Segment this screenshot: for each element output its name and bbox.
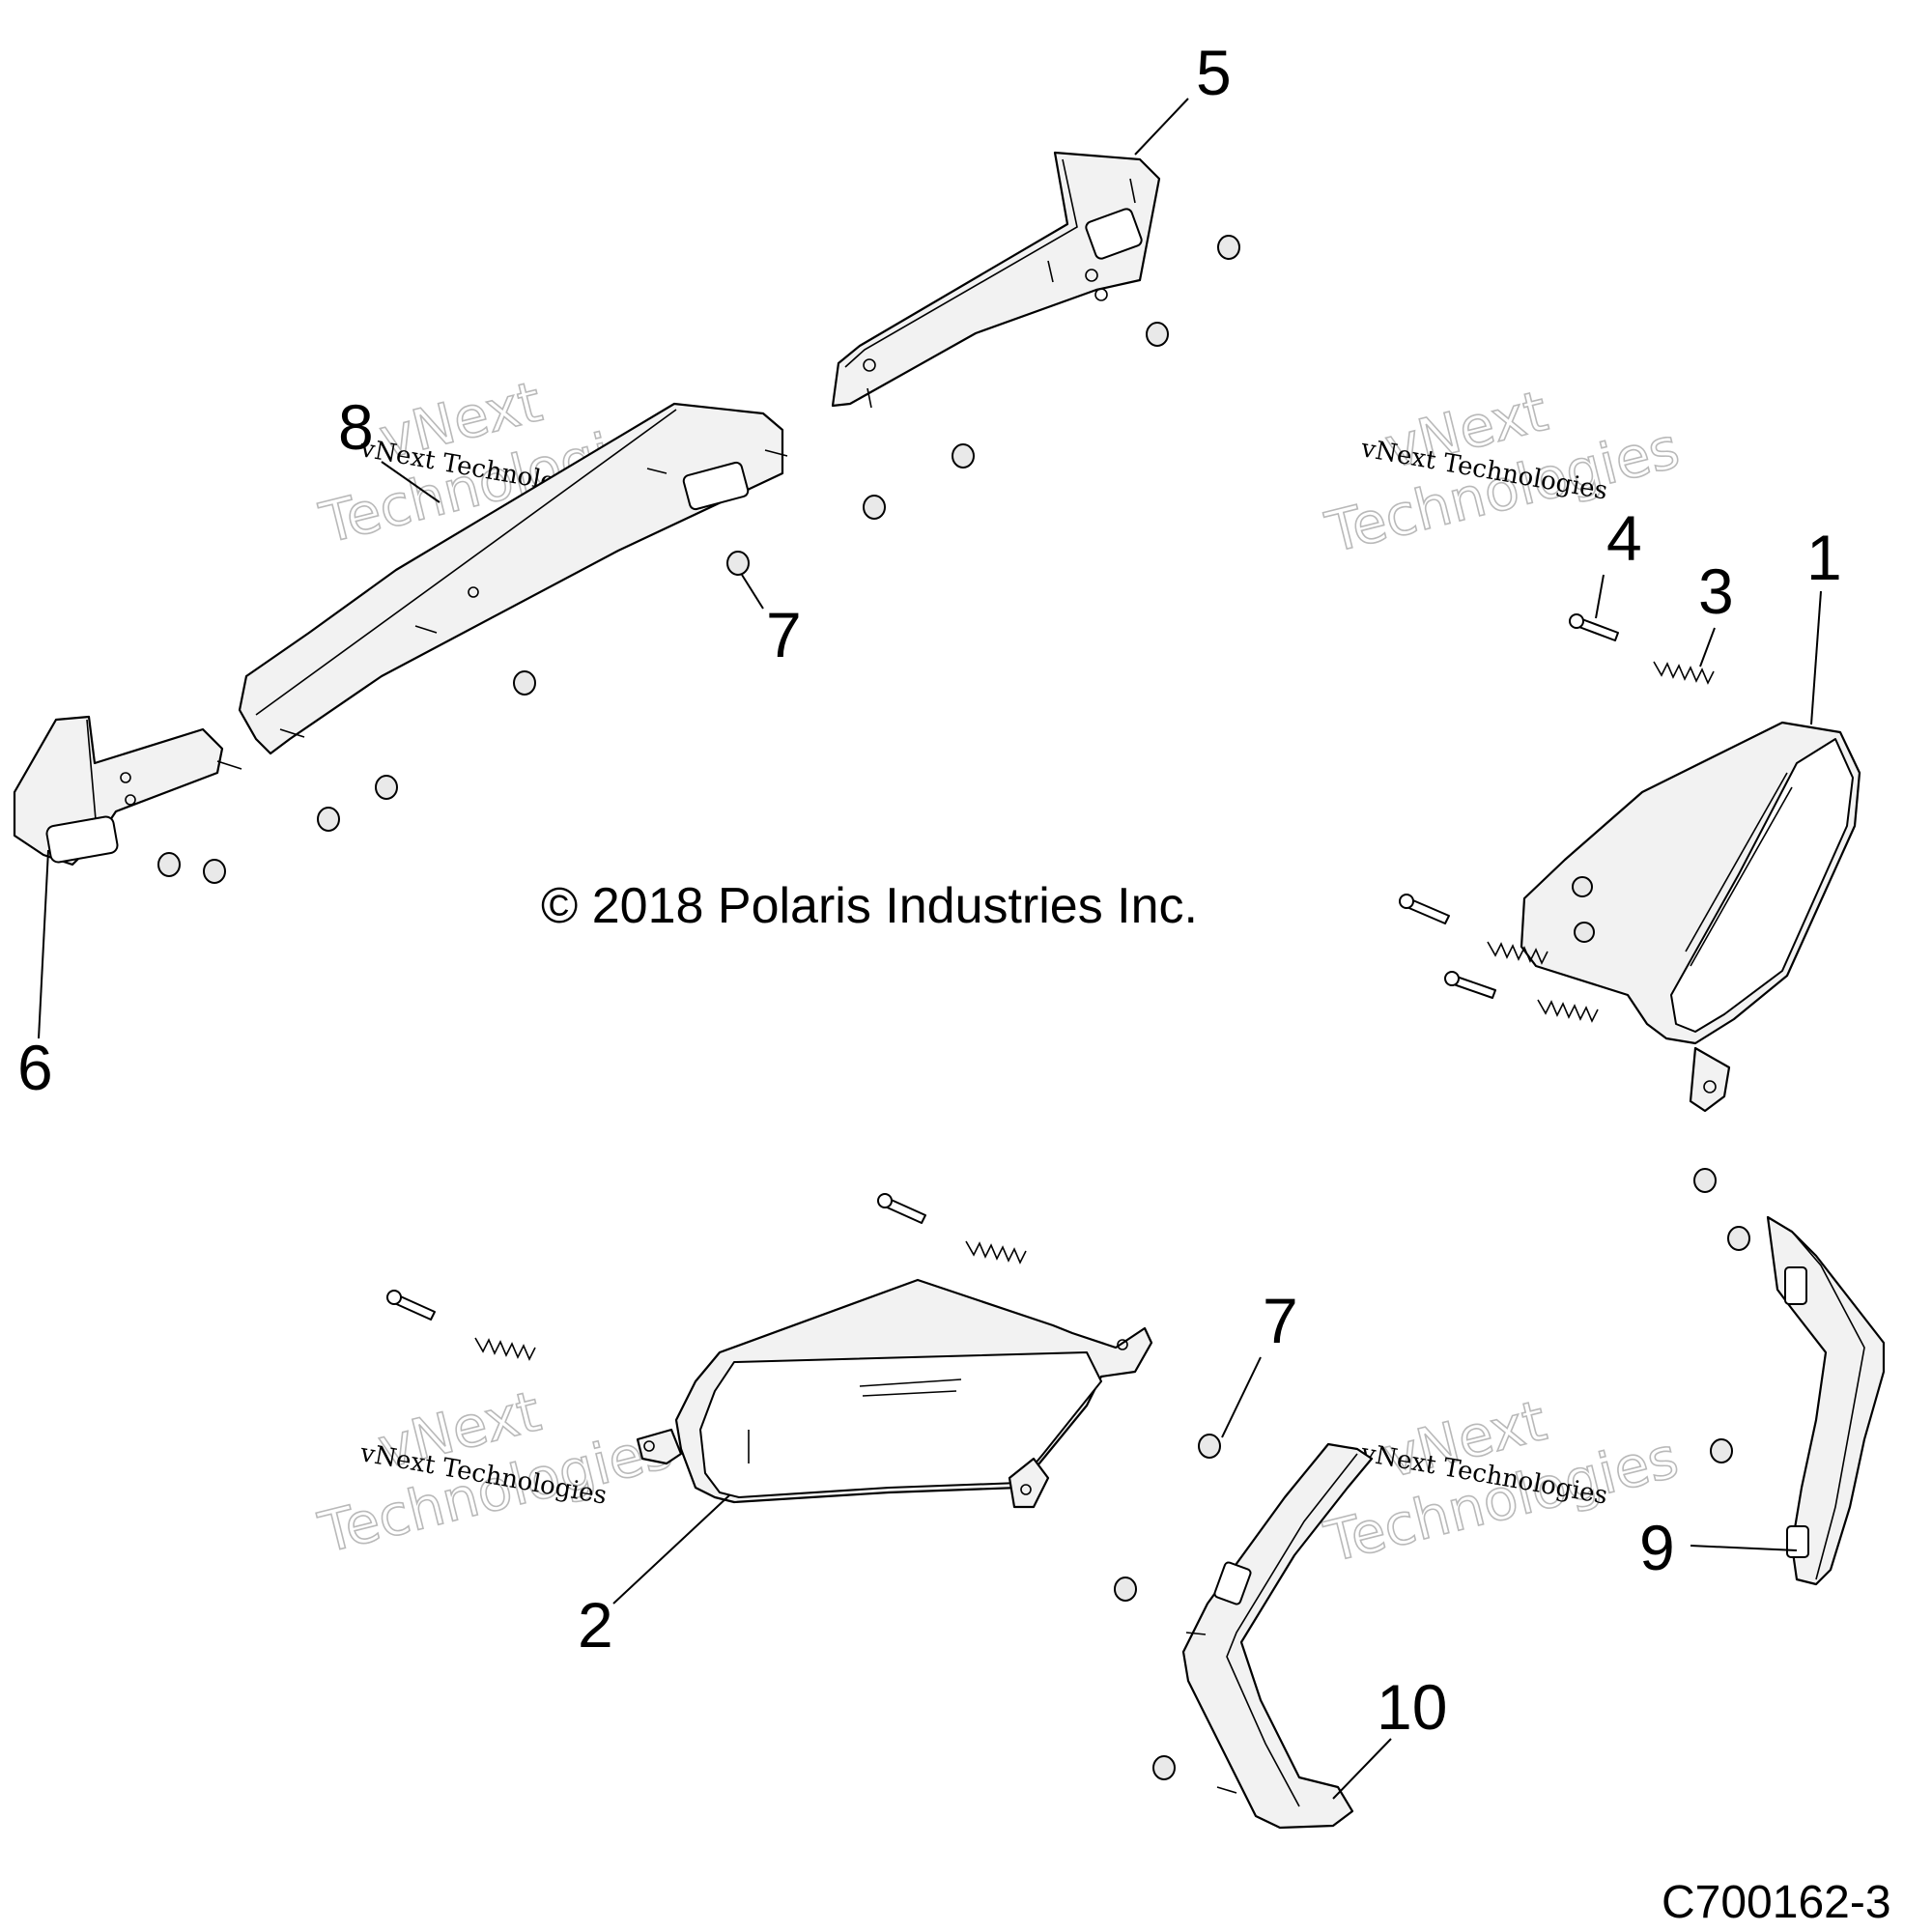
callout-4: 4 [1606,502,1642,574]
part-3-spring-upper[interactable] [1653,661,1715,685]
leader-7-lower [1221,1356,1262,1438]
callout-9: 9 [1639,1512,1675,1583]
leader-7-upper [741,574,764,610]
nut-part-6a[interactable] [157,852,181,877]
connector-9b [1786,1525,1809,1558]
nut-part-5a[interactable] [1217,235,1240,260]
connector-9a [1784,1266,1807,1305]
figure-code: C700162-3 [1662,1877,1891,1928]
connector-6 [45,815,119,864]
callout-2: 2 [578,1589,613,1661]
callout-1: 1 [1806,522,1842,593]
mounting-tab-2b [1008,1457,1050,1509]
spring-2a[interactable] [965,1240,1027,1264]
part-6-left-corner-bracket[interactable] [13,715,242,867]
leader-6 [38,849,49,1039]
nut-part-10b[interactable] [1152,1755,1176,1780]
leader-2 [612,1494,730,1605]
nut-part-5d[interactable] [863,495,886,520]
nuts-group [157,235,1750,1780]
bolt-2a[interactable] [877,1193,926,1224]
spring-2b[interactable] [474,1337,536,1361]
nut-part-9a[interactable] [1693,1168,1717,1193]
callout-10: 10 [1377,1671,1447,1743]
leader-9 [1690,1545,1798,1551]
part-10-lower-trim-light[interactable] [1181,1442,1374,1830]
leader-4 [1595,574,1605,619]
nut-part-6b[interactable] [203,859,226,884]
nut-part-9c[interactable] [1710,1438,1733,1463]
leader-lines [38,98,1822,1800]
connector-10 [1213,1561,1252,1605]
bolt-1b[interactable] [1444,971,1496,999]
nut-part-8c[interactable] [317,807,340,832]
callout-8: 8 [338,391,374,463]
callout-7-lower: 7 [1263,1285,1298,1356]
nut-part-7-upper[interactable] [726,551,750,576]
part-5-upper-light-bracket[interactable] [831,151,1161,409]
callout-5: 5 [1196,37,1232,108]
part-8-long-light-bar[interactable] [238,402,788,755]
connector-8 [682,461,750,511]
part-9-right-trim-light[interactable] [1766,1215,1886,1586]
spring-1b[interactable] [1537,999,1599,1023]
leader-10 [1332,1738,1392,1800]
part-1-right-headlight[interactable] [1520,721,1861,1113]
spring-1a[interactable] [1487,941,1548,965]
nut-part-5c[interactable] [952,443,975,469]
watermark-bottom-left: vNext Technologies [312,1378,680,1567]
nut-part-8b[interactable] [375,775,398,800]
mounting-tab-1 [1689,1046,1731,1113]
leader-5 [1134,98,1189,156]
connector-5 [1085,208,1143,260]
callout-3: 3 [1698,555,1734,627]
leader-1 [1810,590,1822,725]
nut-part-7-lower[interactable] [1198,1434,1221,1459]
callout-6: 6 [17,1032,53,1103]
part-4-bolt-upper[interactable] [1569,613,1619,641]
bolt-2b[interactable] [386,1290,436,1321]
callout-7-upper: 7 [766,599,802,670]
leader-8 [381,461,440,503]
nut-part-8a[interactable] [513,670,536,696]
part-2-left-headlight[interactable] [636,1278,1153,1509]
mounting-tab-2a [636,1428,683,1465]
copyright-notice: © 2018 Polaris Industries Inc. [541,878,1198,934]
leader-3 [1699,627,1716,668]
nut-part-10a[interactable] [1114,1577,1137,1602]
nut-part-9b[interactable] [1727,1226,1750,1251]
nut-part-5b[interactable] [1146,322,1169,347]
bolt-1a[interactable] [1399,894,1450,924]
